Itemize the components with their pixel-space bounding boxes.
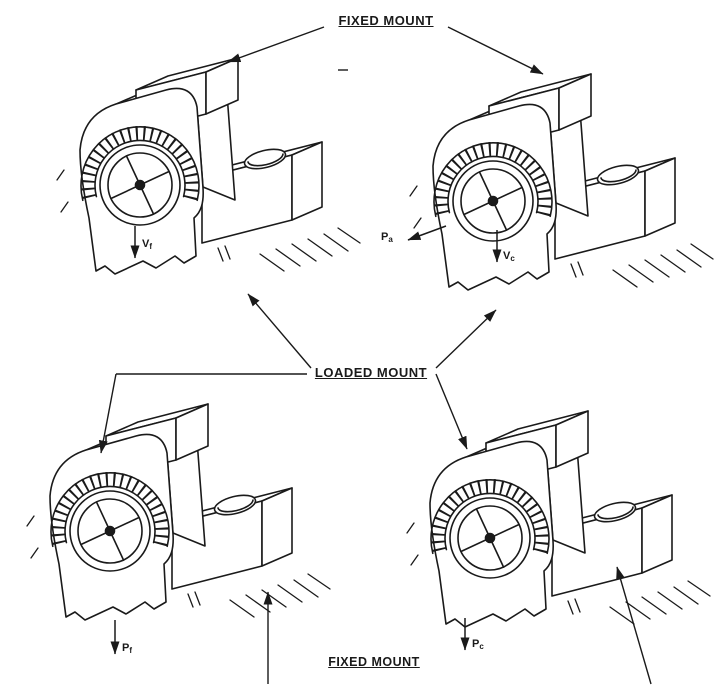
mount-figure-top-right <box>410 74 713 290</box>
leader-loaded-top-left-arrow <box>247 293 312 369</box>
force-subscript: f <box>129 646 133 655</box>
loaded-mount-label: LOADED MOUNT <box>314 365 428 380</box>
force-label-pa: Pa <box>381 231 393 244</box>
force-symbol: P <box>381 231 389 243</box>
leader-fixed-bottom-right-arrow <box>616 566 652 685</box>
force-subscript: f <box>149 242 153 251</box>
force-subscript: c <box>479 642 484 651</box>
mount-figure-top-left <box>57 58 360 274</box>
leader-loaded-bottom-right-arrow <box>435 373 468 450</box>
force-label-pc: Pc <box>472 638 484 651</box>
force-symbol: V <box>503 250 511 262</box>
force-symbol: P <box>472 638 480 650</box>
mount-figure-bottom-right <box>407 411 710 627</box>
force-subscript: a <box>388 235 393 244</box>
force-label-vf: Vf <box>142 238 152 251</box>
force-symbol: V <box>142 238 150 250</box>
fixed-mount-label-top: FIXED MOUNT <box>338 13 434 28</box>
force-symbol: P <box>122 642 130 654</box>
force-subscript: c <box>510 254 515 263</box>
force-label-pf: Pf <box>122 642 132 655</box>
force-label-vc: Vc <box>503 250 515 263</box>
force-arrow-pa <box>407 225 447 241</box>
leader-fixed-top-left-arrow <box>227 26 325 63</box>
mount-figure-bottom-left <box>27 404 330 620</box>
leader-loaded-bottom-left-arrow <box>98 373 117 454</box>
leader-fixed-top-right-arrow <box>447 26 544 75</box>
leader-arrows <box>98 26 652 685</box>
force-arrows <box>110 225 502 655</box>
leader-loaded-top-right-arrow <box>435 309 497 369</box>
fixed-mount-label-bottom: FIXED MOUNT <box>328 655 420 669</box>
